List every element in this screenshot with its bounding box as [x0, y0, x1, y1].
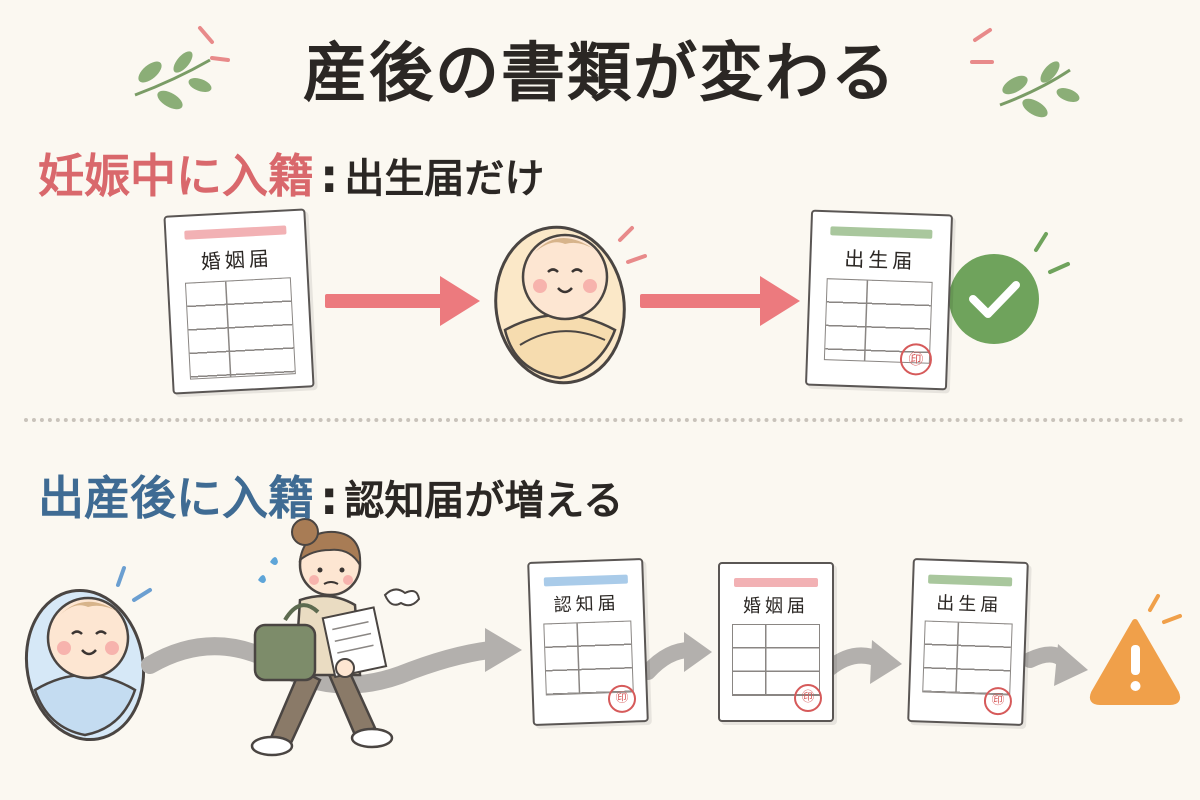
seal-icon: ㊞ [607, 684, 637, 714]
heading-separator: : [320, 471, 339, 525]
document-marriage-pregnancy: 婚姻届 [163, 208, 315, 395]
heading-lead: 出産後に入籍 [38, 471, 314, 525]
seal-icon: ㊞ [899, 342, 933, 376]
document-table [184, 277, 296, 380]
leaf-icon-left [134, 51, 212, 110]
section-heading-pregnancy: 妊娠中に入籍:出生届だけ [38, 140, 544, 206]
arrow-pink-2 [640, 276, 800, 326]
check-icon [949, 232, 1070, 344]
heading-desc: 認知届が増える [344, 478, 624, 524]
section-divider [24, 418, 1184, 422]
document-table [922, 620, 1013, 696]
document-label: 出生届 [935, 592, 1003, 617]
document-label: 婚姻届 [200, 246, 274, 274]
document-band [928, 574, 1013, 587]
baby-icon-pregnancy [494, 225, 626, 385]
sparkle-icon-baby1 [618, 226, 647, 264]
heading-lead: 妊娠中に入籍 [38, 149, 314, 203]
arrow-gray-wave [141, 628, 522, 694]
document-band [184, 225, 287, 240]
page-title: 産後の書類が変わる [303, 36, 897, 111]
seal-icon: ㊞ [983, 686, 1013, 716]
section-heading-postbirth: 出産後に入籍:認知届が増える [38, 462, 623, 528]
document-marriage-postbirth: 婚姻届 ㊞ [718, 562, 834, 722]
heading-separator: : [320, 149, 339, 203]
baby-icon-postbirth [24, 588, 146, 742]
mother-icon [250, 518, 421, 757]
document-label: 出生届 [843, 246, 917, 274]
sparkle-icon-right [970, 28, 994, 64]
arrow-gray-4 [1022, 644, 1088, 686]
document-band [830, 226, 933, 239]
seal-icon: ㊞ [794, 684, 822, 712]
arrow-gray-3 [822, 640, 902, 684]
arrow-gray-2 [640, 632, 712, 680]
sparkle-icon-left [198, 26, 230, 62]
document-acknowledgment-postbirth: 認知届 ㊞ [527, 558, 649, 726]
sparkle-icon-baby2 [116, 566, 152, 602]
document-label: 認知届 [553, 592, 621, 617]
heading-desc: 出生届だけ [344, 156, 545, 202]
warning-icon [1089, 594, 1182, 705]
document-band [734, 578, 818, 587]
document-label: 婚姻届 [743, 596, 809, 617]
document-table [732, 624, 820, 696]
document-band [543, 574, 628, 587]
document-birth-pregnancy: 出生届 ㊞ [804, 209, 954, 391]
document-birth-postbirth: 出生届 ㊞ [907, 558, 1029, 726]
leaf-icon-right [999, 61, 1080, 118]
arrow-pink-1 [325, 276, 480, 326]
